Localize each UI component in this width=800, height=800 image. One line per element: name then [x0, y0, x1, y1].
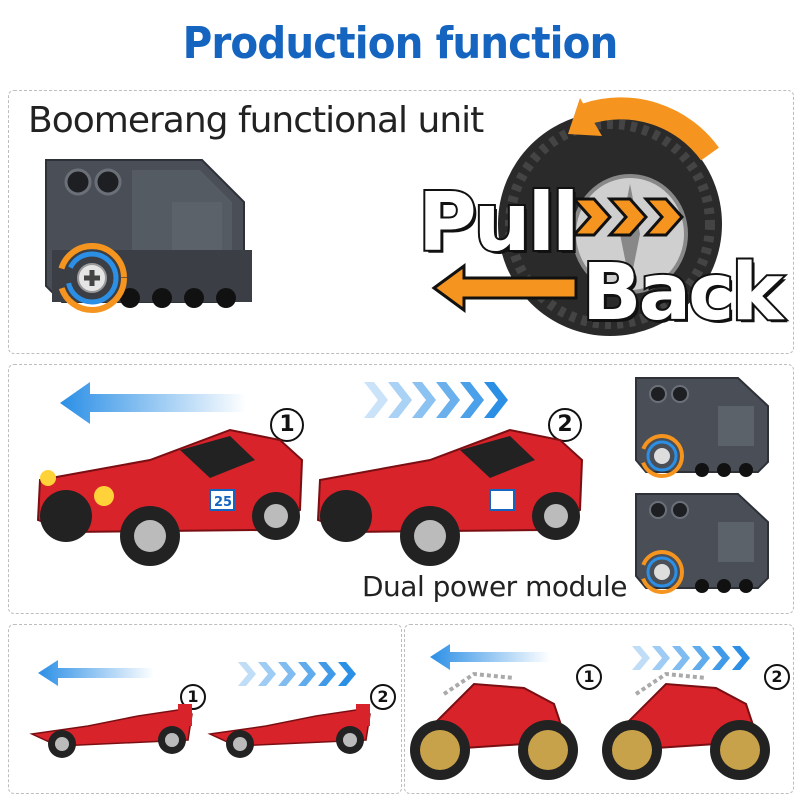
bl-step-2-badge: 2 [370, 684, 396, 710]
br-step-1-badge: 1 [576, 664, 602, 690]
race-car-2-image [316, 428, 584, 566]
power-module-2-image [635, 493, 769, 594]
step-1-badge: 1 [270, 408, 304, 442]
dual-module-label: Dual power module [362, 570, 628, 603]
boomerang-module-image [45, 159, 252, 313]
car-badge-text: 25 [214, 495, 232, 510]
blue-left-arrow-small-icon [38, 660, 154, 686]
f1-car-2-image [207, 704, 371, 758]
motorcycle-1-image [410, 671, 578, 780]
motorcycle-2-image [602, 671, 770, 780]
pull-text: Pull [416, 174, 581, 271]
unit-label: Boomerang functional unit [28, 100, 484, 141]
f1-car-1-image [29, 704, 193, 758]
blue-chevrons-icon [364, 382, 508, 418]
race-car-1-image: 25 [36, 428, 304, 566]
page-title: Production function [182, 18, 619, 69]
blue-chevrons-small-icon [238, 662, 356, 686]
orange-chevrons-icon [570, 197, 685, 237]
br-step-2-badge: 2 [764, 664, 790, 690]
orange-left-arrow-icon [431, 263, 578, 313]
power-module-1-image [635, 377, 769, 478]
blue-left-arrow-icon [60, 382, 246, 424]
f1-car-panel [8, 624, 402, 794]
blue-left-arrow-moto-icon [430, 644, 550, 670]
back-text: Back [580, 246, 785, 340]
blue-chevrons-moto-icon [632, 646, 750, 670]
step-2-badge: 2 [548, 408, 582, 442]
